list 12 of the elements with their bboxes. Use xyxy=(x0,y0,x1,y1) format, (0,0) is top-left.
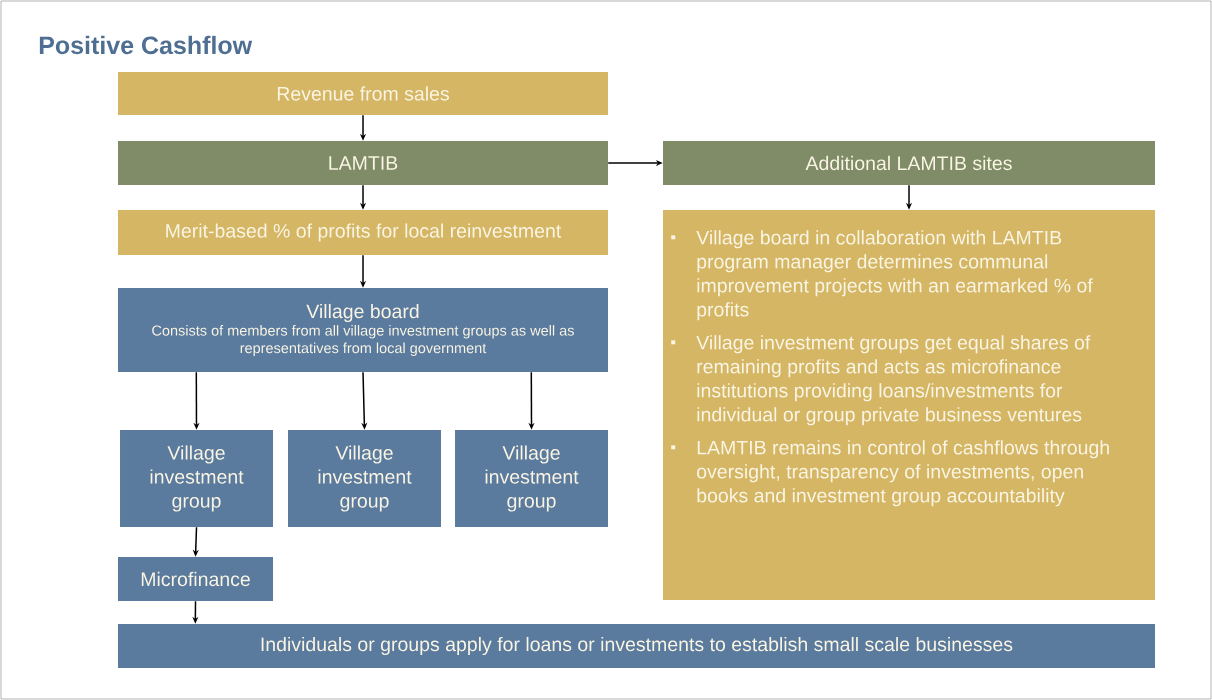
process-box: Revenue from sales xyxy=(118,72,608,115)
title: Positive Cashflow xyxy=(39,35,253,55)
bullet-list-box: Village board in collaboration with LAMTIB program manager determines communal improvement projects with an earmarked % of profits Village investment groups get equal shares of remaining profits and acts as microfinance institutions providing loans/investments for individual or group private business ventures LAMTIB remains in control of cashflows through oversight, transparency of investments, open books and investment group accountability xyxy=(663,210,1155,600)
process-box: Microfinance xyxy=(118,557,273,601)
process-box: Additional LAMTIB sites xyxy=(663,141,1155,185)
group-box: Village investment group xyxy=(288,430,441,527)
process-box: LAMTIB xyxy=(118,141,608,185)
process-box: Individuals or groups apply for loans or investments to establish small scale businesses xyxy=(118,624,1155,668)
process-box: Merit-based % of profits for local reinvestment xyxy=(118,210,608,255)
process-box: Village board Consists of members from all village investment groups as well as representatives from local government xyxy=(118,288,608,372)
group-box: Village investment group xyxy=(120,430,273,527)
group-box: Village investment group xyxy=(455,430,608,527)
